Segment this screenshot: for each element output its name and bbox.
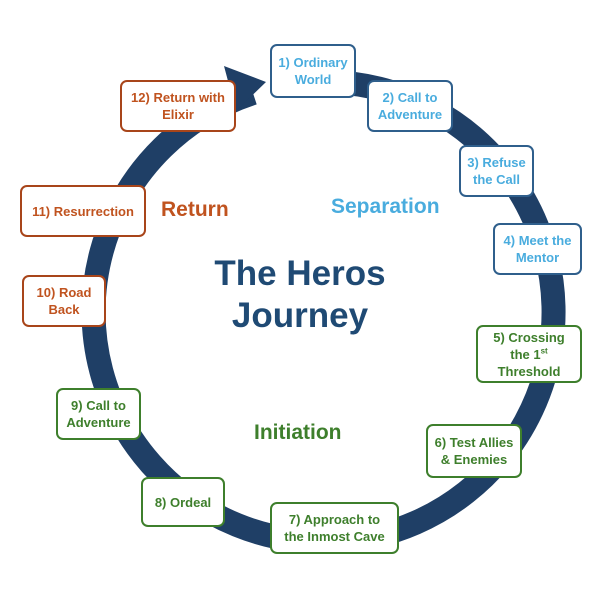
stage-label-line: World	[294, 72, 332, 87]
title-line-1: The Heros	[214, 254, 386, 293]
stage-label-line: Adventure	[66, 415, 131, 430]
stage-6-test-allies-and-enemies: 6) Test Allies & Enemies	[426, 424, 522, 478]
diagram-title: The Heros Journey	[190, 253, 410, 337]
stage-label-line: 8) Ordeal	[154, 494, 212, 510]
stage-label-line: 12) Return with	[131, 90, 225, 105]
stage-7-approach-to-the-inmost-cave: 7) Approach to the Inmost Cave	[270, 502, 399, 554]
stage-label-line: Back	[48, 302, 80, 317]
stage-label-line: 5) Crossing	[493, 329, 565, 345]
phase-label-return: Return	[161, 198, 229, 221]
stage-label-line: 6) Test Allies	[434, 435, 514, 450]
stage-3-refuse-the-call: 3) Refuse the Call	[459, 145, 534, 197]
title-line-2: Journey	[231, 296, 369, 335]
stage-label-line: & Enemies	[440, 452, 508, 467]
stage-11-resurrection: 11) Resurrection	[20, 185, 146, 237]
stage-label-line: 1) Ordinary	[278, 55, 348, 70]
stage-label-line: 4) Meet the	[503, 233, 572, 248]
stage-label-line: 7) Approach to	[288, 512, 381, 527]
stage-label-line: the Inmost Cave	[284, 529, 385, 544]
stage-label-text: the 1	[510, 346, 541, 362]
stage-label-line: Adventure	[377, 107, 443, 122]
stage-label-line: Elixir	[162, 107, 194, 122]
stage-2-call-to-adventure: 2) Call to Adventure	[367, 80, 453, 132]
stage-label-superscript: st	[540, 346, 548, 356]
stage-label-line: 9) Call to	[71, 398, 126, 413]
stage-label-line: Mentor	[515, 250, 560, 265]
stage-label-line: the Call	[473, 172, 520, 187]
stage-label-line: 11) Resurrection	[32, 203, 134, 219]
stage-label-line: 3) Refuse	[467, 155, 526, 170]
stage-label-line: 2) Call to	[382, 90, 438, 105]
phase-label-separation: Separation	[331, 195, 440, 218]
stage-8-ordeal: 8) Ordeal	[141, 477, 225, 527]
stage-9-call-to-adventure: 9) Call to Adventure	[56, 388, 141, 440]
stage-label-line: 10) Road	[36, 285, 92, 300]
stage-5-crossing-the-threshold: 5) Crossing the 1st Threshold	[476, 325, 582, 383]
stage-label-line: the 1st	[493, 346, 565, 363]
phase-label-initiation: Initiation	[254, 421, 342, 444]
stage-label-line: Threshold	[497, 363, 561, 379]
